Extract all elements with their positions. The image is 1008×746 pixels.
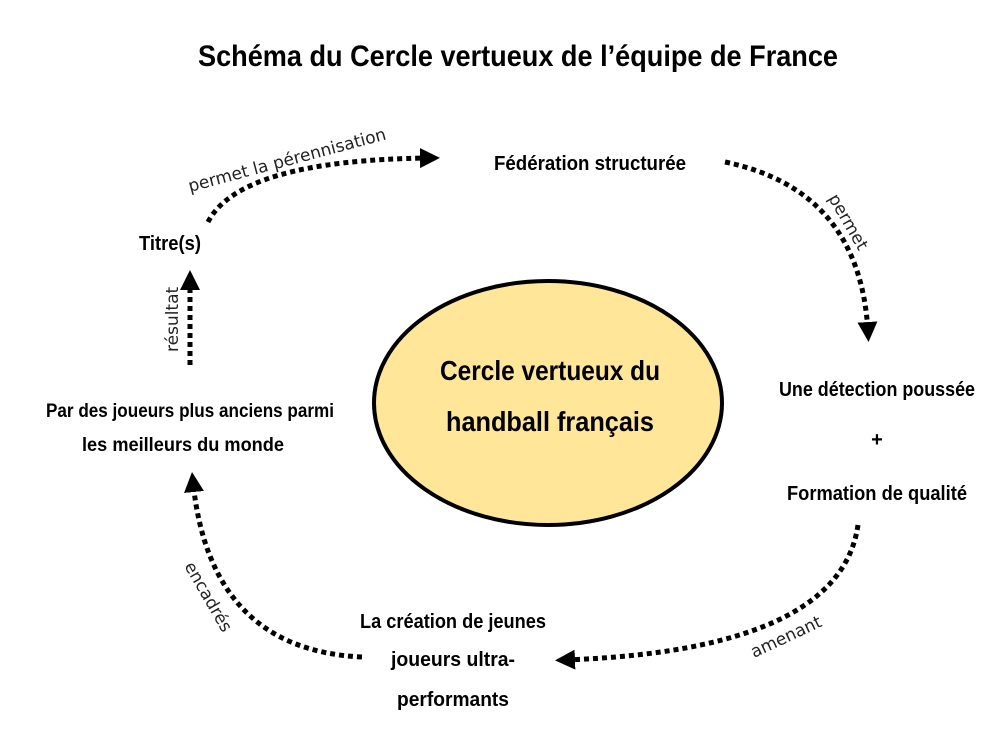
diagram-title: Schéma du Cercle vertueux de l’équipe de… (198, 40, 838, 73)
node-creation-1: La création de jeunes (360, 611, 546, 633)
node-creation-3: performants (397, 689, 509, 711)
edge-label-perennisation: permet la pérennisation (186, 125, 388, 197)
center-line-1: Cercle vertueux du (440, 355, 660, 386)
edge-label-encadres: encadrés (180, 559, 236, 636)
arrow-formation-to-creation (555, 524, 861, 670)
node-creation-2: joueurs ultra- (390, 649, 515, 671)
edge-label-amenant: amenant (748, 612, 826, 662)
node-anciens-1: Par des joueurs plus anciens parmi (46, 401, 334, 422)
edge-label-resultat: résultat (163, 286, 183, 352)
node-titres: Titre(s) (139, 233, 201, 255)
node-anciens-2: les meilleurs du monde (82, 435, 284, 456)
node-federation: Fédération structurée (494, 153, 686, 175)
node-detection: Une détection poussée (779, 379, 975, 401)
edge-label-permet: permet (824, 191, 872, 255)
arrow-federation-to-detection (724, 159, 878, 342)
center-ellipse (372, 279, 724, 527)
center-line-2: handball français (446, 406, 654, 437)
node-formation: Formation de qualité (787, 483, 967, 505)
node-plus: + (871, 429, 883, 451)
arrow-creation-to-anciens (184, 472, 363, 660)
